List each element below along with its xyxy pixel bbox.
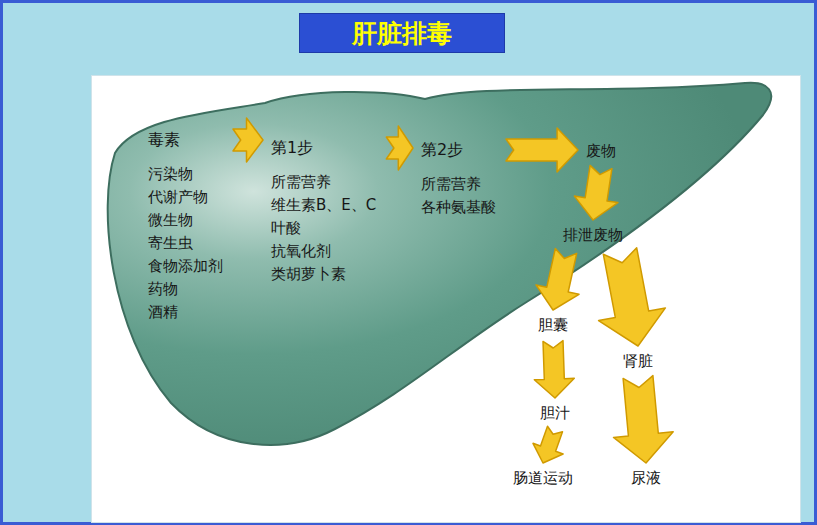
flow-arrow xyxy=(506,128,578,172)
node-item: 寄生虫 xyxy=(148,232,223,255)
text-group: 毒素污染物代谢产物微生物寄生虫食物添加剂药物酒精 xyxy=(148,129,223,324)
text-group: 肾脏 xyxy=(623,350,653,373)
flow-arrow xyxy=(386,126,413,170)
connector-layer xyxy=(3,3,817,525)
flow-arrow xyxy=(233,118,263,162)
flow-arrow xyxy=(574,165,618,220)
text-group: 胆囊 xyxy=(538,314,568,337)
node-item: 微生物 xyxy=(148,209,223,232)
text-group: 第2步所需营养各种氨基酸 xyxy=(421,139,496,219)
title-text: 肝脏排毒 xyxy=(352,17,452,50)
node-heading: 肾脏 xyxy=(623,350,653,373)
node-heading: 排泄废物 xyxy=(563,224,623,247)
flow-arrow xyxy=(614,376,674,463)
node-item: 所需营养 xyxy=(421,173,496,196)
node-item: 药物 xyxy=(148,278,223,301)
flow-arrow xyxy=(599,248,666,346)
node-heading: 胆汁 xyxy=(540,402,570,425)
node-heading: 第2步 xyxy=(421,139,496,161)
node-item: 污染物 xyxy=(148,163,223,186)
node-heading: 毒素 xyxy=(148,129,223,151)
flow-arrow xyxy=(533,426,563,463)
flow-arrow xyxy=(534,341,574,398)
node-heading: 第1步 xyxy=(271,137,376,159)
liver-illustration xyxy=(3,3,817,525)
text-group: 胆汁 xyxy=(540,402,570,425)
node-heading: 肠道运动 xyxy=(513,467,573,490)
text-group: 排泄废物 xyxy=(563,224,623,247)
title-banner: 肝脏排毒 xyxy=(299,13,505,53)
text-group: 尿液 xyxy=(631,467,661,490)
flow-arrow xyxy=(536,249,579,310)
node-item: 各种氨基酸 xyxy=(421,196,496,219)
node-item: 酒精 xyxy=(148,301,223,324)
node-item: 所需营养 xyxy=(271,171,376,194)
node-heading: 胆囊 xyxy=(538,314,568,337)
node-item: 类胡萝卜素 xyxy=(271,263,376,286)
node-item: 抗氧化剂 xyxy=(271,240,376,263)
liver-shape xyxy=(108,83,772,445)
text-group: 肠道运动 xyxy=(513,467,573,490)
node-item: 代谢产物 xyxy=(148,186,223,209)
text-group: 第1步所需营养维生素B、E、C叶酸抗氧化剂类胡萝卜素 xyxy=(271,137,376,286)
text-group: 废物 xyxy=(586,140,616,163)
node-item: 食物添加剂 xyxy=(148,255,223,278)
node-item: 维生素B、E、C xyxy=(271,194,376,217)
node-heading: 尿液 xyxy=(631,467,661,490)
node-heading: 废物 xyxy=(586,140,616,163)
node-item: 叶酸 xyxy=(271,217,376,240)
